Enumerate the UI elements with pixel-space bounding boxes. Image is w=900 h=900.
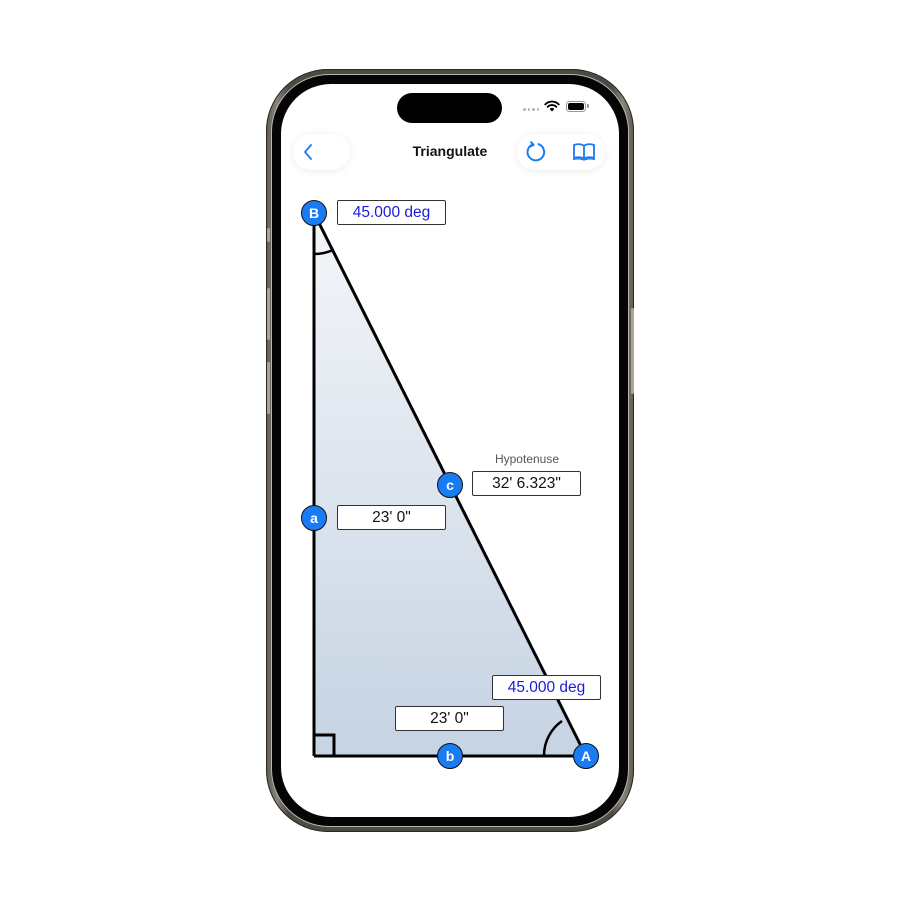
side-c-handle[interactable]: c bbox=[437, 472, 463, 498]
power-button bbox=[631, 308, 634, 394]
side-b-handle[interactable]: b bbox=[437, 743, 463, 769]
volume-down-button bbox=[267, 362, 270, 414]
wifi-icon bbox=[544, 100, 560, 112]
hypotenuse-label: Hypotenuse bbox=[494, 452, 560, 466]
side-a-field[interactable]: 23' 0" bbox=[337, 505, 446, 530]
side-a-handle[interactable]: a bbox=[301, 505, 327, 531]
chevron-left-icon bbox=[304, 144, 312, 160]
vertex-B-handle[interactable]: B bbox=[301, 200, 327, 226]
side-c-field[interactable]: 32' 6.323" bbox=[472, 471, 581, 496]
refresh-icon[interactable] bbox=[525, 141, 547, 163]
toolbar-pill bbox=[517, 134, 605, 170]
angle-B-field[interactable]: 45.000 deg bbox=[337, 200, 446, 225]
side-b-field[interactable]: 23' 0" bbox=[395, 706, 504, 731]
vertex-A-handle[interactable]: A bbox=[573, 743, 599, 769]
back-button[interactable] bbox=[293, 134, 350, 170]
volume-up-button bbox=[267, 288, 270, 340]
right-angle-marker bbox=[314, 733, 336, 756]
battery-tip bbox=[587, 104, 589, 108]
angle-arc-A bbox=[542, 719, 563, 757]
battery-icon bbox=[566, 101, 586, 112]
page-title: Triangulate bbox=[412, 143, 488, 159]
dynamic-island bbox=[397, 93, 502, 123]
angle-A-field[interactable]: 45.000 deg bbox=[492, 675, 601, 700]
signal-dots-icon bbox=[523, 108, 539, 111]
action-button bbox=[267, 228, 270, 242]
book-icon[interactable] bbox=[572, 142, 596, 162]
